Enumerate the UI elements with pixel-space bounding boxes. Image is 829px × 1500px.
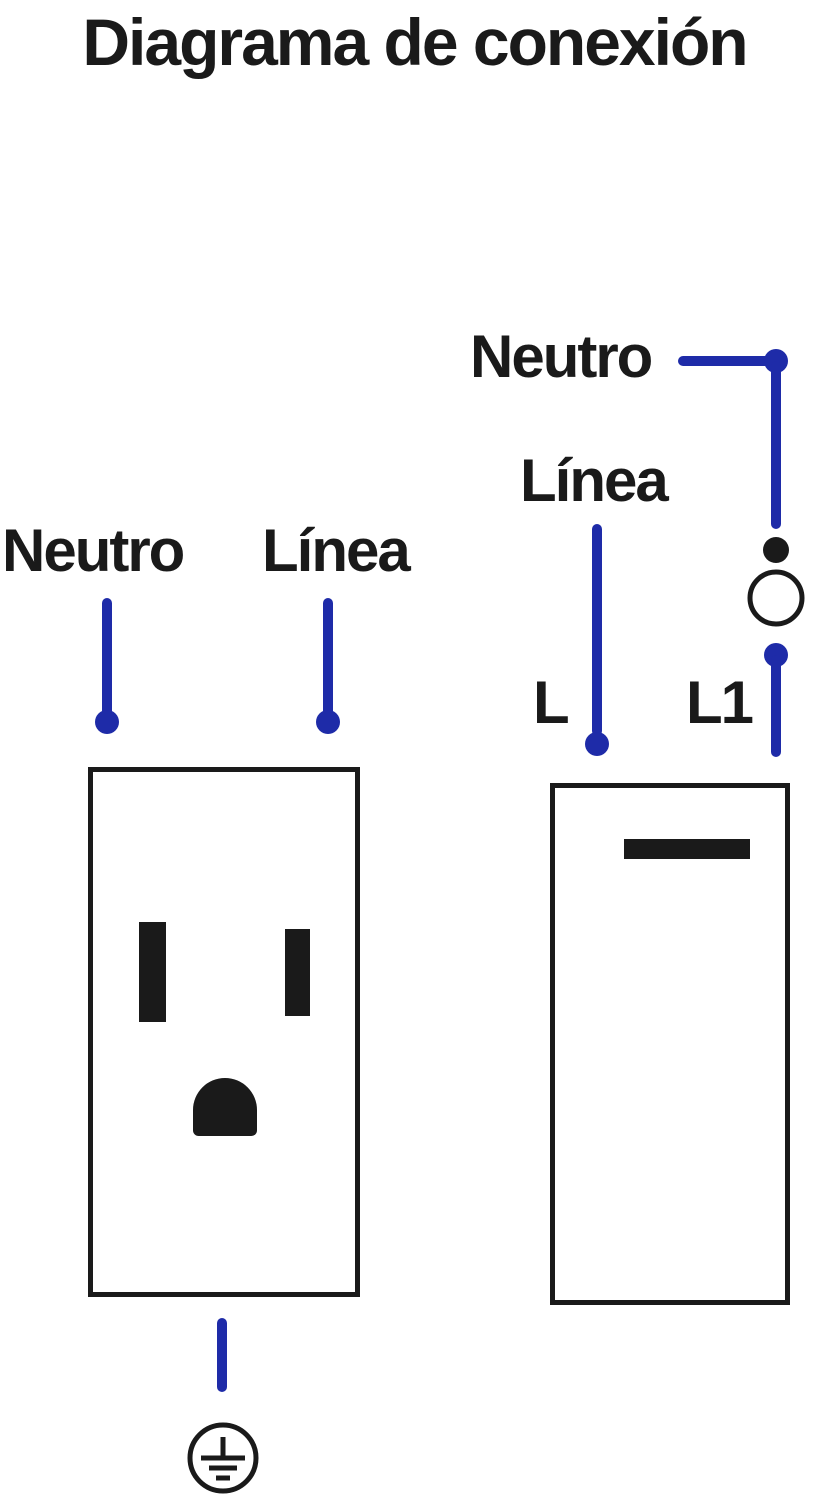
wire-linea-to-switch [592, 524, 602, 736]
terminal-l1-label: L1 [686, 669, 754, 736]
wire-outlet-linea [323, 598, 333, 720]
outlet-ground-hole [193, 1078, 257, 1136]
switch-body [550, 783, 790, 1305]
terminal-l-label: L [533, 669, 570, 736]
outlet-linea-label: Línea [262, 517, 411, 584]
wire-switch-neutro-horizontal [678, 356, 774, 366]
light-bulb-icon [747, 537, 805, 627]
switch-neutro-label: Neutro [470, 323, 653, 390]
wire-outlet-neutro-end-dot [95, 710, 119, 734]
outlet-body [88, 767, 360, 1297]
wire-bulb-to-switch [771, 655, 781, 757]
wire-outlet-ground [217, 1318, 227, 1392]
outlet-slot-line [285, 929, 310, 1016]
wire-linea-end-dot [585, 732, 609, 756]
outlet-neutro-label: Neutro [2, 517, 185, 584]
page-title: Diagrama de conexión [82, 5, 748, 79]
wire-outlet-neutro [102, 598, 112, 720]
switch-rocker [624, 839, 750, 859]
wire-neutro-to-bulb [771, 361, 781, 529]
wire-outlet-linea-end-dot [316, 710, 340, 734]
ground-icon [187, 1422, 259, 1494]
outlet-slot-neutral [139, 922, 166, 1022]
switch-linea-label: Línea [520, 447, 669, 514]
